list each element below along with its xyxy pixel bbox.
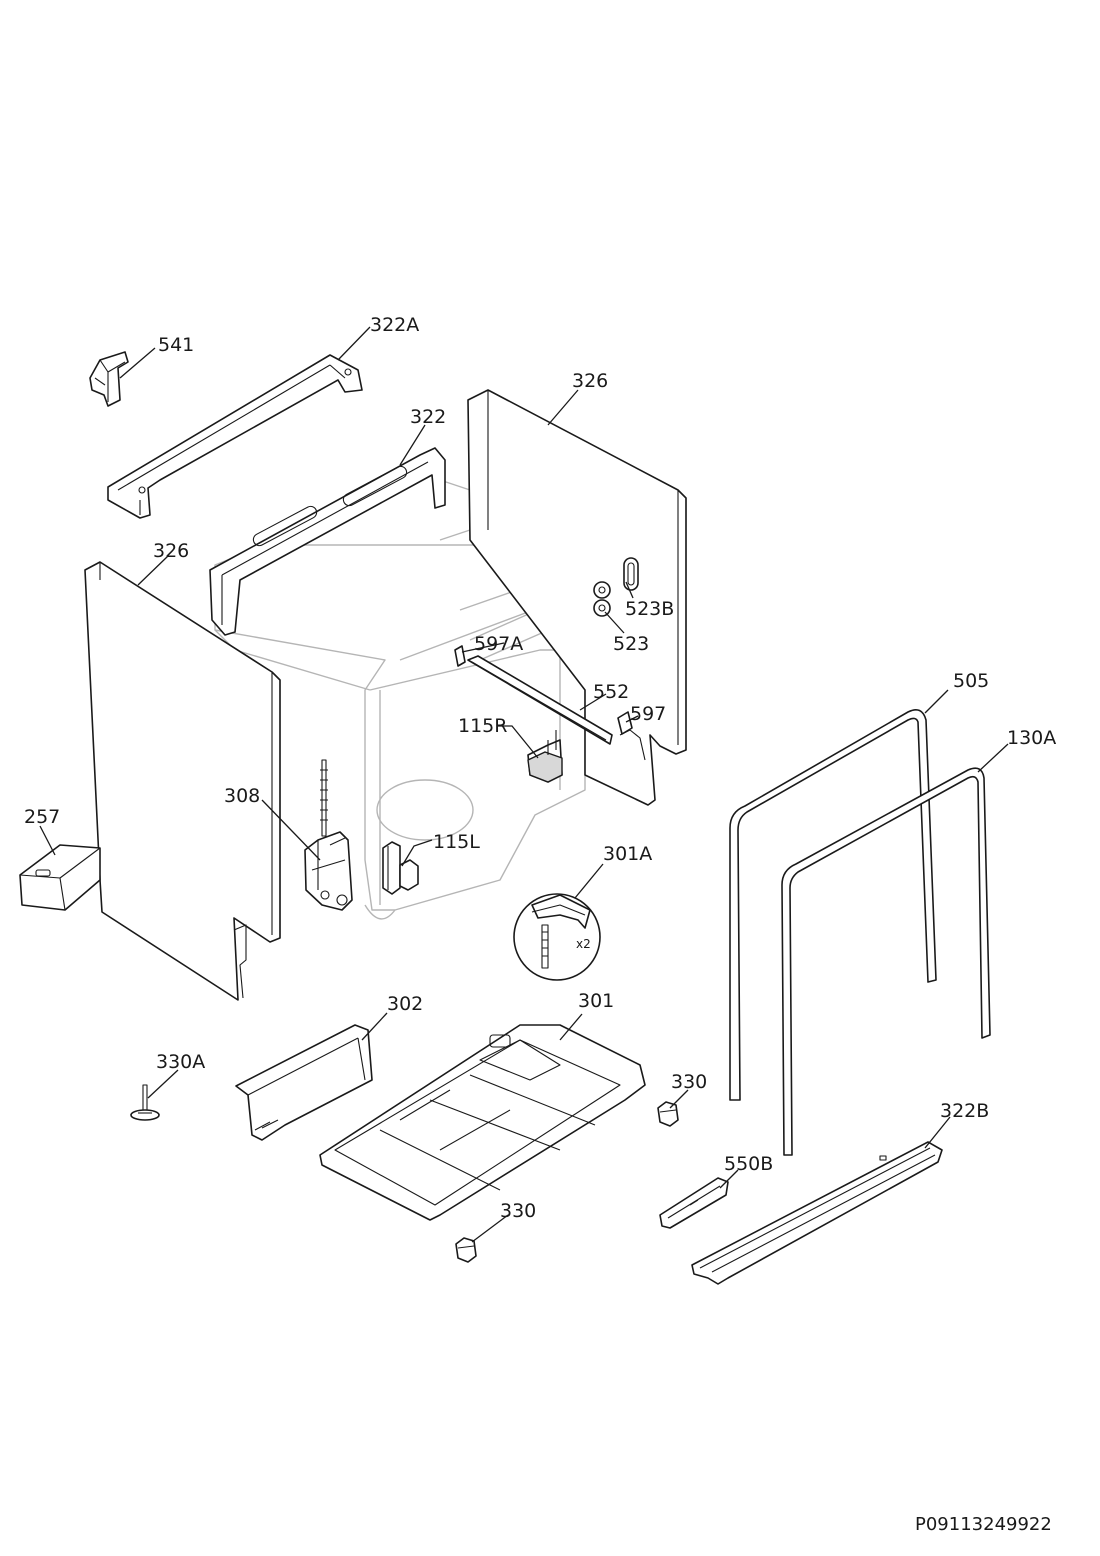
part-541 [89, 351, 129, 407]
part-301A-inset [513, 893, 601, 981]
part-597A [454, 645, 466, 667]
label-301: 301 [578, 990, 614, 1012]
part-322A [107, 354, 363, 519]
label-326-right: 326 [572, 370, 608, 392]
part-115R [527, 730, 563, 783]
label-322: 322 [410, 406, 446, 428]
label-541: 541 [158, 334, 194, 356]
part-550B [659, 1177, 729, 1229]
label-552: 552 [593, 681, 629, 703]
part-308 [304, 759, 353, 911]
part-322 [209, 447, 446, 636]
part-330-upper [657, 1101, 679, 1127]
label-523: 523 [613, 633, 649, 655]
label-330-upper: 330 [671, 1071, 707, 1093]
part-302 [235, 1024, 373, 1141]
label-597: 597 [630, 703, 666, 725]
label-130A: 130A [1007, 727, 1056, 749]
label-115R: 115R [458, 715, 507, 737]
label-308: 308 [224, 785, 260, 807]
label-322B: 322B [940, 1100, 989, 1122]
part-326-right [467, 389, 687, 806]
part-257 [19, 844, 101, 911]
label-x2: x2 [576, 937, 591, 951]
part-330A [130, 1084, 160, 1121]
label-301A: 301A [603, 843, 652, 865]
label-257: 257 [24, 806, 60, 828]
part-322B [691, 1141, 943, 1285]
label-302: 302 [387, 993, 423, 1015]
part-115L [382, 841, 419, 895]
part-326-left [84, 561, 281, 1001]
part-523 [593, 581, 611, 617]
leader-lines [39, 326, 1009, 1243]
label-322A: 322A [370, 314, 419, 336]
label-330A: 330A [156, 1051, 205, 1073]
part-552 [467, 655, 613, 745]
label-326-left: 326 [153, 540, 189, 562]
document-code: P09113249922 [915, 1514, 1052, 1535]
part-505 [729, 709, 937, 1101]
part-labels: 541 322A 326 322 326 523B 523 597A 552 5… [24, 314, 1056, 1222]
part-523B [623, 557, 639, 591]
part-597 [617, 711, 633, 735]
part-130A [781, 767, 991, 1156]
part-301 [319, 1024, 646, 1221]
label-597A: 597A [474, 633, 523, 655]
label-330-lower: 330 [500, 1200, 536, 1222]
label-523B: 523B [625, 598, 674, 620]
part-330-lower [455, 1237, 477, 1263]
label-550B: 550B [724, 1153, 773, 1175]
label-115L: 115L [433, 831, 480, 853]
label-505: 505 [953, 670, 989, 692]
